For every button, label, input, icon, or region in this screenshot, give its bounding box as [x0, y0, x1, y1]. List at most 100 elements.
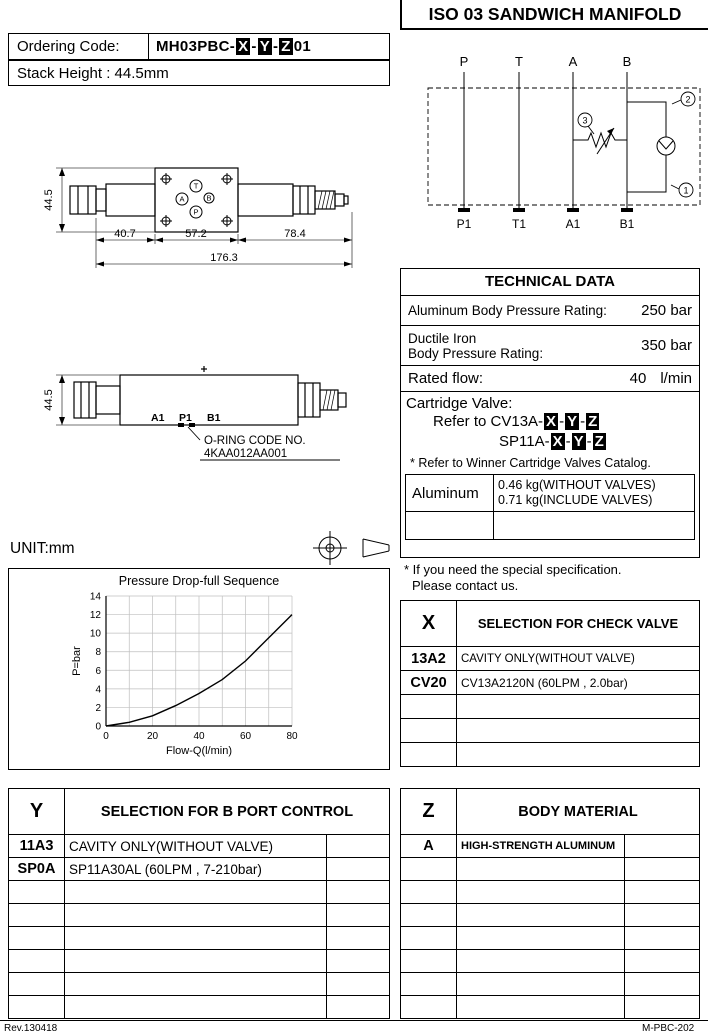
- x-row-desc: CV13A2120N (60LPM , 2.0bar): [456, 670, 700, 695]
- cv-z: Z: [586, 413, 600, 430]
- empty-cell: [64, 926, 327, 950]
- mounting-face-ports: [160, 173, 233, 227]
- unit-label: UNIT:mm: [10, 540, 75, 557]
- check-valve-selection-table: X SELECTION FOR CHECK VALVE 13A2 CAVITY …: [400, 600, 700, 767]
- dim-78-4-label: 78.4: [284, 228, 305, 240]
- y-table-code-header: Y: [8, 788, 65, 835]
- projection-cone-icon: [362, 538, 390, 546]
- z-row-code: A: [400, 834, 457, 858]
- svg-text:0: 0: [95, 722, 101, 733]
- dimension-lines: [56, 167, 353, 268]
- cartridge-sp-line: SP11A-X-Y-Z: [401, 432, 699, 452]
- dim-40-7-label: 40.7: [114, 228, 135, 240]
- svg-text:2: 2: [95, 703, 101, 714]
- weight-material: Aluminum: [406, 475, 494, 511]
- weight-without-valves: 0.46 kg(WITHOUT VALVES): [498, 478, 656, 492]
- balloon-callouts: 2 1 3: [577, 91, 696, 198]
- cartridge-note: * Refer to Winner Cartridge Valves Catal…: [410, 456, 651, 470]
- empty-cell: [8, 903, 65, 927]
- empty-cell: [624, 903, 700, 927]
- row-iron-pressure: Ductile Iron Body Pressure Rating: 350 b…: [401, 326, 699, 366]
- dimension-labels: 44.5 40.7 57.2 78.4 176.3: [43, 189, 306, 264]
- port-pads: [458, 208, 633, 212]
- empty-cell: [456, 995, 625, 1019]
- port-a1: A1: [566, 217, 581, 231]
- oring-leader: [187, 426, 340, 461]
- empty-cell: [624, 972, 700, 996]
- cartridge-valve-block: Cartridge Valve: Refer to CV13A-X-Y-Z SP…: [401, 392, 699, 470]
- empty-cell: [64, 903, 327, 927]
- cv-sep1: -: [559, 413, 565, 430]
- empty-cell: [400, 694, 457, 719]
- empty-cell: [326, 995, 390, 1019]
- spring-symbol: [573, 131, 627, 149]
- special-spec-footnote: * If you need the special specification.…: [404, 562, 622, 594]
- empty-cell: [8, 949, 65, 973]
- empty-cell: [400, 926, 457, 950]
- side-view-body: [73, 366, 347, 426]
- svg-text:6: 6: [95, 666, 101, 677]
- svg-text:14: 14: [90, 592, 102, 603]
- hydraulic-schematic: P T A B P1 T1 A1 B: [427, 54, 701, 231]
- empty-cell: [624, 995, 700, 1019]
- stack-height-box: Stack Height : 44.5mm: [8, 60, 390, 86]
- empty-cell: [8, 926, 65, 950]
- face-port-a: A: [179, 195, 184, 204]
- svg-text:80: 80: [286, 731, 298, 742]
- side-port-a1: A1: [151, 412, 165, 424]
- aluminum-pressure-value: 250 bar: [641, 302, 692, 319]
- footer-revision: Rev.130418: [4, 1023, 58, 1031]
- empty-cell: [400, 903, 457, 927]
- technical-data-title: TECHNICAL DATA: [401, 269, 699, 296]
- code-x: X: [236, 38, 251, 55]
- rated-flow-value: 40: [629, 370, 647, 387]
- x-table-title: SELECTION FOR CHECK VALVE: [456, 600, 700, 647]
- schematic-bottom-labels: P1 T1 A1 B1: [457, 217, 635, 231]
- face-port-p: P: [193, 208, 198, 217]
- empty-cell: [624, 857, 700, 881]
- code-sep2: -: [273, 38, 279, 55]
- empty-cell: [400, 718, 457, 743]
- empty-cell: [624, 834, 700, 858]
- port-b1: B1: [620, 217, 635, 231]
- chart-title: Pressure Drop-full Sequence: [118, 574, 280, 588]
- x-row-code: CV20: [400, 670, 457, 695]
- manifold-front-view: T A B P 44.5: [43, 167, 353, 268]
- empty-cell: [64, 995, 327, 1019]
- svg-text:4: 4: [95, 684, 101, 695]
- weight-empty-values: [494, 512, 694, 539]
- empty-cell: [8, 972, 65, 996]
- body-material-table: Z BODY MATERIAL A HIGH-STRENGTH ALUMINUM: [400, 788, 700, 1019]
- cartridge-title: Cartridge Valve:: [406, 395, 513, 412]
- empty-cell: [456, 718, 700, 743]
- dimension-arrows: [59, 168, 352, 267]
- port-p1: P1: [457, 217, 472, 231]
- weight-table: Aluminum 0.46 kg(WITHOUT VALVES) 0.71 kg…: [405, 474, 695, 540]
- manifold-side-view: A1 P1 B1 O-RING CODE NO. 4KAA012AA001 44…: [43, 366, 347, 461]
- sp-sep1: -: [565, 433, 571, 450]
- balloon-2: 2: [685, 95, 690, 105]
- footer-divider: [0, 1020, 708, 1021]
- side-dim-height-label: 44.5: [43, 389, 55, 410]
- empty-cell: [64, 880, 327, 904]
- x-row-desc: CAVITY ONLY(WITHOUT VALVE): [456, 646, 700, 671]
- y-row-desc: SP11A30AL (60LPM , 7-210bar): [64, 857, 327, 881]
- y-table-title: SELECTION FOR B PORT CONTROL: [64, 788, 390, 835]
- rated-flow-unit: l/min: [660, 370, 692, 387]
- port-a: A: [569, 54, 578, 69]
- face-port-labels: T A B P: [179, 182, 211, 217]
- balloon-1: 1: [683, 186, 688, 196]
- face-port-t: T: [194, 182, 199, 191]
- page-title: ISO 03 SANDWICH MANIFOLD: [400, 0, 708, 30]
- empty-cell: [64, 972, 327, 996]
- sp-prefix: SP11A-: [499, 433, 550, 450]
- code-sep1: -: [251, 38, 257, 55]
- x-row-code: 13A2: [400, 646, 457, 671]
- empty-cell: [400, 972, 457, 996]
- x-table-code-header: X: [400, 600, 457, 647]
- cv-x: X: [544, 413, 559, 430]
